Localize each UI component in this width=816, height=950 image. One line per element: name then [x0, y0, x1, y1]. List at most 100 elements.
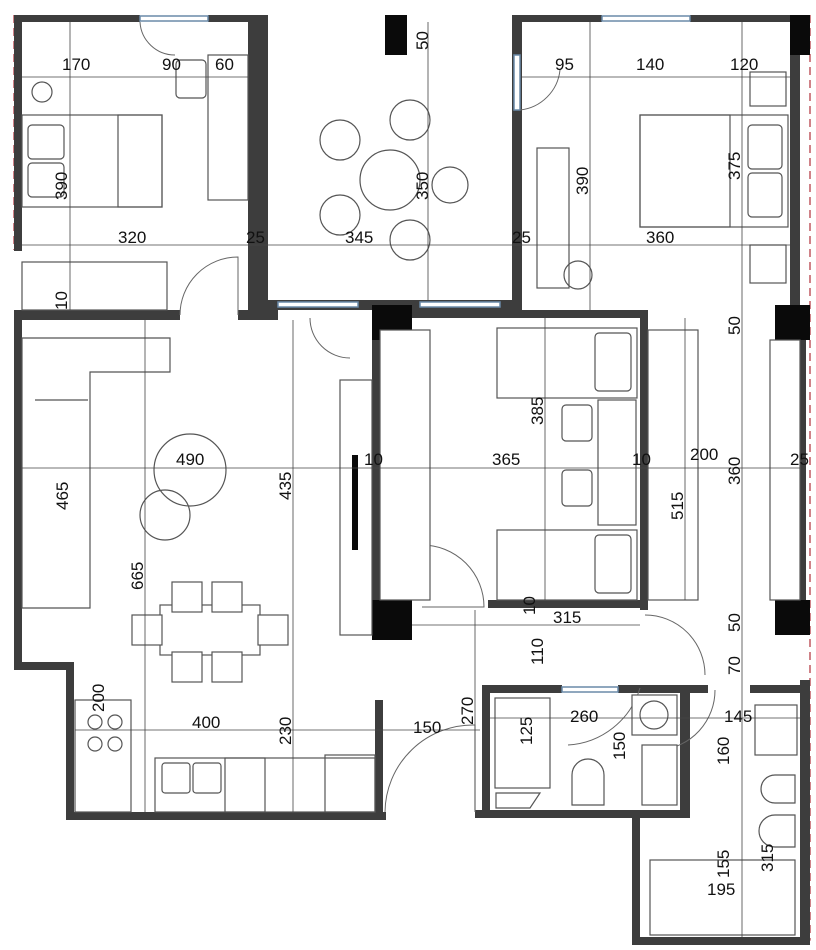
dim-label: 10: [364, 450, 383, 469]
dim-label: 515: [668, 492, 687, 520]
balcony-chair: [319, 194, 361, 236]
dining-chair: [131, 614, 163, 646]
desk: [536, 147, 570, 289]
dim-label: 360: [646, 228, 674, 247]
desk: [207, 54, 249, 201]
bed-blanket: [639, 114, 731, 228]
pillow: [594, 332, 632, 392]
kids-bed: [496, 327, 638, 399]
dim-label: 10: [52, 291, 71, 310]
dim-label: 50: [725, 613, 744, 632]
wall: [66, 662, 74, 820]
dim-label: 110: [528, 638, 547, 665]
window-swing: [309, 317, 351, 359]
shaft: [495, 792, 542, 809]
pillow: [747, 124, 783, 170]
wardrobe: [647, 329, 699, 601]
pillow: [27, 124, 65, 160]
wall: [632, 937, 810, 945]
window: [561, 686, 619, 693]
wall: [14, 310, 180, 320]
wall: [690, 15, 800, 22]
dining-table: [159, 604, 261, 656]
balcony-chair: [389, 219, 431, 261]
dimension-labels: 170 90 60 390 320 25 50 350 345 25 95 14…: [52, 31, 809, 899]
burner: [107, 714, 123, 730]
dim-label: 435: [276, 472, 295, 500]
dim-label: 140: [636, 55, 664, 74]
dining-chair: [211, 651, 243, 683]
dim-label: 270: [458, 697, 477, 725]
furniture: [21, 54, 801, 936]
dim-label: 390: [52, 172, 71, 200]
dim-label: 375: [725, 152, 744, 180]
wall: [640, 310, 648, 610]
kitchen-counter: [74, 699, 132, 813]
bathtub: [649, 859, 796, 936]
nightstand: [749, 71, 787, 107]
nightstand: [749, 244, 787, 284]
burner: [87, 736, 103, 752]
nightstand-lamp: [31, 81, 53, 103]
wall: [512, 15, 602, 22]
dim-label: 70: [725, 656, 744, 675]
window: [513, 54, 521, 111]
tv: [352, 455, 358, 550]
bath2-sink: [754, 704, 798, 756]
sink: [192, 762, 222, 794]
chair: [561, 404, 593, 442]
toilet: [758, 814, 796, 848]
window: [601, 15, 691, 22]
balcony-chair: [431, 166, 469, 204]
wall: [208, 15, 266, 22]
dim-label: 160: [714, 737, 733, 765]
dim-label: 50: [725, 316, 744, 335]
window: [139, 15, 209, 22]
wall: [238, 310, 278, 320]
tv-unit: [339, 379, 373, 636]
wall: [632, 810, 640, 945]
corner-sofa: [21, 337, 171, 609]
wall: [14, 310, 22, 670]
pillow: [594, 534, 632, 594]
dim-label: 230: [276, 717, 295, 745]
sink: [161, 762, 191, 794]
dim-label: 360: [725, 457, 744, 485]
dim-label: 315: [758, 844, 777, 872]
dim-label: 260: [570, 707, 598, 726]
burner: [87, 714, 103, 730]
dishwasher: [224, 757, 266, 813]
wall: [482, 685, 490, 818]
dim-label: 150: [413, 718, 441, 737]
wall: [680, 685, 690, 818]
dim-label: 350: [413, 172, 432, 200]
dim-label: 95: [555, 55, 574, 74]
dim-label: 10: [520, 596, 539, 615]
wall: [800, 680, 810, 945]
pillar: [775, 600, 810, 635]
kids-bed: [496, 529, 638, 601]
wall: [512, 15, 522, 310]
balcony-table: [359, 149, 421, 211]
dim-label: 25: [512, 228, 531, 247]
kids-wardrobe: [379, 329, 431, 601]
dresser: [21, 261, 168, 311]
dining-chair: [171, 581, 203, 613]
dim-label: 200: [690, 445, 718, 464]
dimension-lines: [22, 22, 800, 937]
bed-blanket: [117, 114, 163, 208]
dim-label: 345: [345, 228, 373, 247]
wall: [14, 662, 74, 670]
dim-label: 385: [528, 397, 547, 425]
shower: [494, 697, 551, 789]
wall: [14, 15, 140, 22]
pillar: [775, 305, 810, 340]
pillar: [385, 15, 407, 55]
bed-bedroom1: [21, 114, 163, 208]
dining-chair: [211, 581, 243, 613]
dim-label: 465: [53, 482, 72, 510]
chair: [561, 469, 593, 507]
pillar: [790, 15, 810, 55]
window-swing: [519, 69, 561, 111]
wall: [482, 685, 562, 693]
